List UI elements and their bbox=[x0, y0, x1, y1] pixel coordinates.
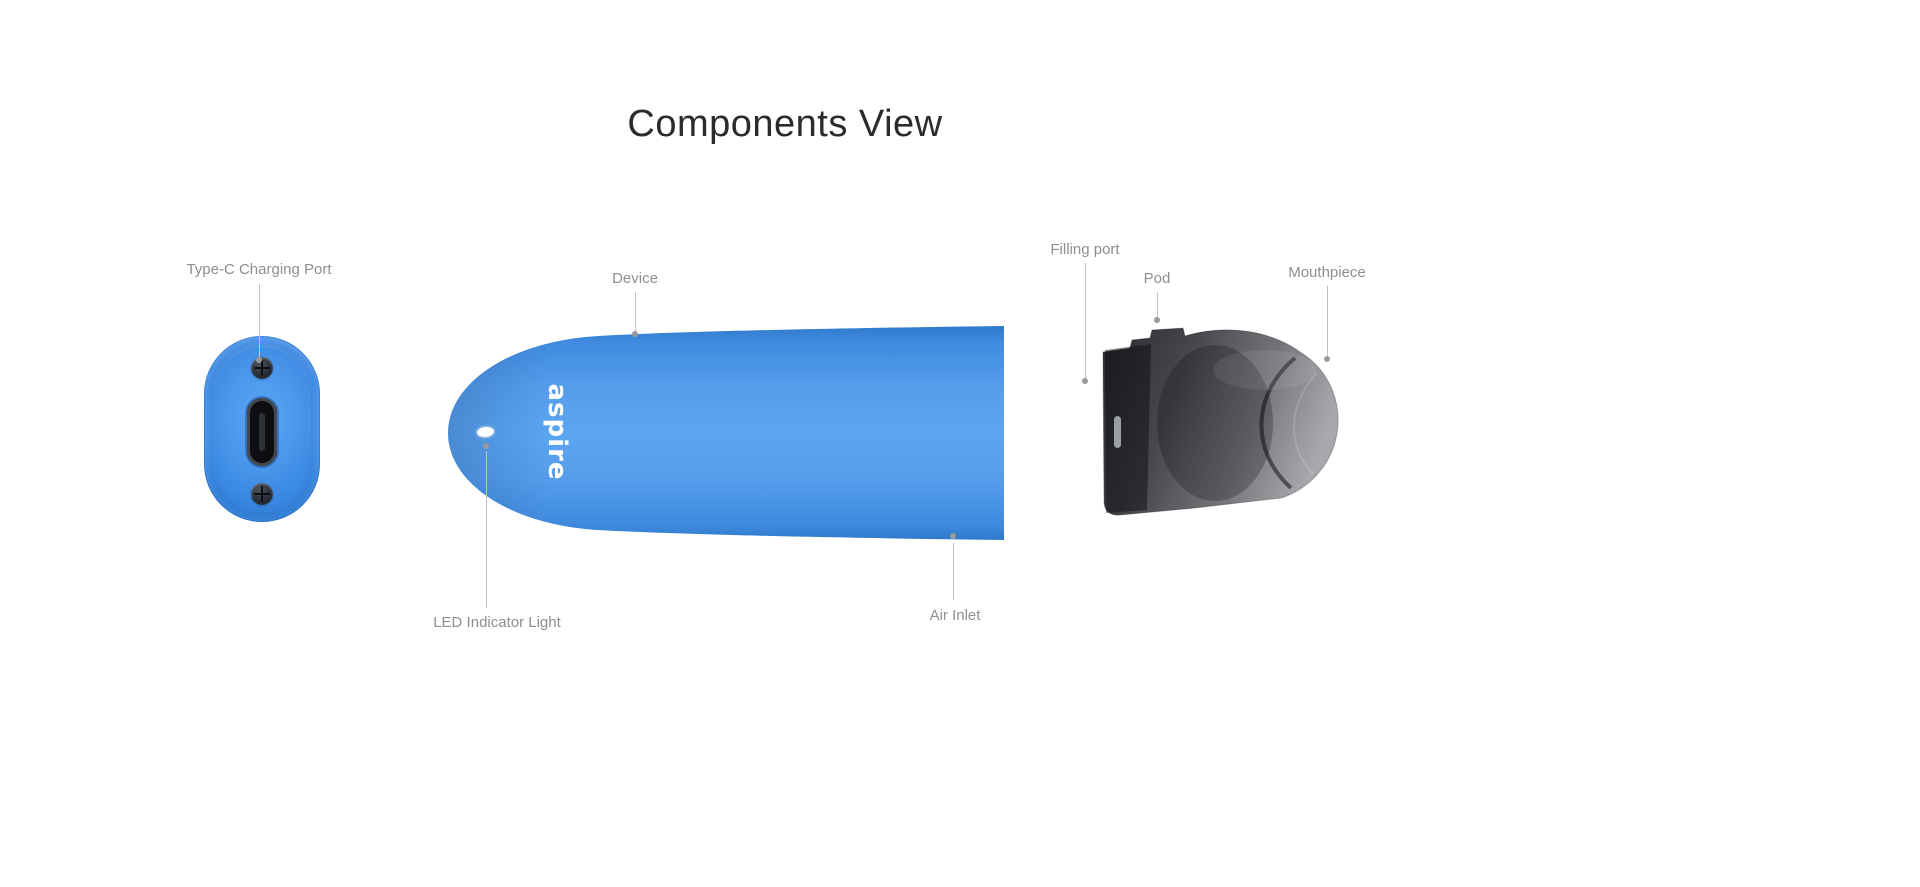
label-type-c-charging-port: Type-C Charging Port bbox=[186, 261, 332, 278]
leader-line-led bbox=[486, 451, 487, 608]
leader-dot-mouthpiece bbox=[1324, 356, 1330, 362]
page-title: Components View bbox=[627, 103, 943, 145]
label-filling-port: Filling port bbox=[1050, 241, 1120, 258]
pod-illustration bbox=[1102, 327, 1339, 516]
leader-dot-device bbox=[632, 331, 638, 337]
device-side-view-illustration bbox=[448, 326, 1004, 540]
label-led-indicator-light: LED Indicator Light bbox=[433, 614, 561, 631]
leader-line-mouthpiece bbox=[1327, 286, 1328, 358]
leader-dot-filling-port bbox=[1082, 378, 1088, 384]
label-mouthpiece: Mouthpiece bbox=[1288, 264, 1366, 281]
leader-dot-led bbox=[483, 443, 489, 449]
leader-line-device bbox=[635, 292, 636, 332]
screw-top bbox=[251, 357, 273, 379]
leader-line-type-c bbox=[259, 284, 260, 357]
label-air-inlet: Air Inlet bbox=[929, 607, 981, 624]
leader-dot-pod bbox=[1154, 317, 1160, 323]
leader-line-filling-port bbox=[1085, 263, 1086, 379]
leader-line-pod bbox=[1157, 292, 1158, 320]
leader-dot-type-c bbox=[256, 357, 262, 363]
screw-bottom bbox=[251, 483, 273, 505]
device-bottom-view bbox=[204, 336, 320, 522]
leader-dot-air-inlet bbox=[950, 533, 956, 539]
usb-c-port bbox=[247, 398, 277, 466]
label-pod: Pod bbox=[1143, 270, 1171, 287]
aspire-logo: aspire bbox=[542, 383, 572, 481]
label-device: Device bbox=[612, 270, 658, 287]
leader-line-air-inlet bbox=[953, 543, 954, 600]
